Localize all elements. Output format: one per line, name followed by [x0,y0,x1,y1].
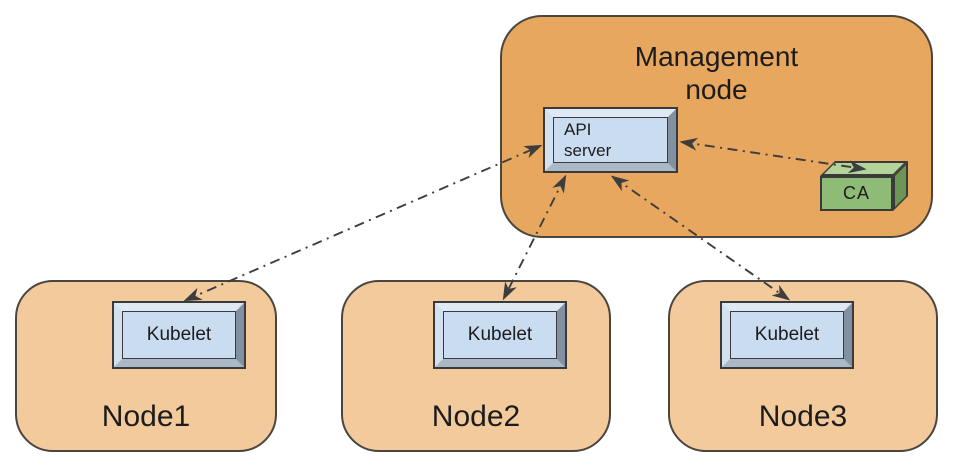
kubelet3-label: Kubelet [754,324,820,345]
management-node-title: Management node [634,41,799,106]
kubelet1-box: Kubelet [112,301,246,369]
api-server-label: API server [564,119,612,160]
ca-front-face: CA [820,176,893,211]
api-server-box: API server [543,107,678,173]
kubelet1-label: Kubelet [146,324,212,345]
ca-label: CA [842,183,870,203]
kubelet3-face: Kubelet [730,311,844,359]
kubelet1-face: Kubelet [122,311,236,359]
node2-label: Node2 [431,400,521,433]
kubelet2-label: Kubelet [467,324,533,345]
kubelet1-bevel-frame [114,303,244,367]
kubelet3-bevel-frame [722,303,852,367]
node1-label: Node1 [101,400,191,433]
kubelet3-box: Kubelet [720,301,854,369]
kubelet2-bevel-frame [435,303,565,367]
api-server-face: API server [553,117,668,163]
node3-label: Node3 [758,400,848,433]
arrow-kubelet1-api-server [183,144,543,302]
ca-box: CA [820,161,908,211]
kubelet2-box: Kubelet [433,301,567,369]
kubelet2-face: Kubelet [443,311,557,359]
api-server-bevel-frame [545,109,676,171]
